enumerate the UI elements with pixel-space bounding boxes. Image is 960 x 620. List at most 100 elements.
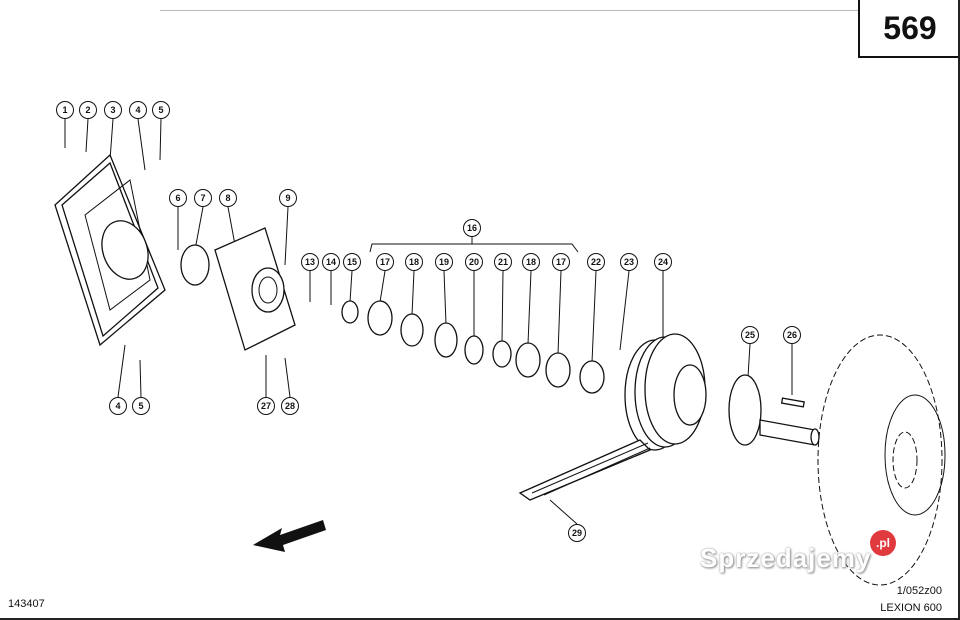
drawing-code: 143407 (8, 598, 45, 610)
group-bracket (369, 243, 579, 253)
part-callout-23: 23 (620, 253, 638, 271)
cover-disc (180, 244, 210, 286)
part-callout-25: 25 (741, 326, 759, 344)
watermark-logo: Sprzedajemy (700, 543, 872, 573)
callout-number: 4 (115, 401, 120, 411)
leader-line (501, 270, 504, 343)
part-callout-29: 29 (568, 524, 586, 542)
leader-line (137, 118, 146, 171)
leader-line (284, 357, 291, 398)
callout-number: 18 (526, 257, 536, 267)
callout-number: 4 (135, 105, 140, 115)
part-callout-26: 26 (783, 326, 801, 344)
callout-number: 16 (467, 223, 477, 233)
part-callout-17: 17 (552, 253, 570, 271)
hub-and-shaft (728, 374, 820, 446)
part-callout-28: 28 (281, 397, 299, 415)
part-callout-6: 6 (169, 189, 187, 207)
leader-line (227, 206, 236, 246)
callout-number: 18 (409, 257, 419, 267)
callout-number: 8 (225, 193, 230, 203)
callout-number: 5 (158, 105, 163, 115)
part-callout-9: 9 (279, 189, 297, 207)
callout-number: 20 (469, 257, 479, 267)
leader-line (619, 270, 630, 351)
callout-number: 2 (85, 105, 90, 115)
page-number: 569 (858, 0, 958, 58)
callout-number: 29 (572, 528, 582, 538)
part-callout-4: 4 (109, 397, 127, 415)
leader-line (109, 118, 114, 161)
leader-line (549, 499, 578, 525)
part-callout-18: 18 (405, 253, 423, 271)
v-belt (518, 439, 652, 501)
bearing-flange (214, 227, 296, 351)
leader-line (194, 206, 204, 251)
part-callout-8: 8 (219, 189, 237, 207)
callout-number: 7 (200, 193, 205, 203)
part-callout-17: 17 (376, 253, 394, 271)
leader-line (117, 344, 126, 398)
leader-line (411, 270, 415, 316)
callout-number: 28 (285, 401, 295, 411)
callout-number: 9 (285, 193, 290, 203)
part-callout-7: 7 (194, 189, 212, 207)
housing-plate (54, 153, 166, 347)
leader-line (159, 118, 162, 161)
part-callout-5: 5 (152, 101, 170, 119)
callout-number: 27 (261, 401, 271, 411)
part-callout-1: 1 (56, 101, 74, 119)
part-callout-21: 21 (494, 253, 512, 271)
callout-number: 17 (556, 257, 566, 267)
part-callout-14: 14 (322, 253, 340, 271)
callout-number: 25 (745, 330, 755, 340)
reference-code: 1/052z00 (896, 585, 942, 597)
leader-line (139, 359, 142, 398)
bearing-stack (341, 300, 605, 394)
callout-number: 5 (138, 401, 143, 411)
leader-lines (64, 118, 793, 525)
callout-number: 19 (439, 257, 449, 267)
part-callout-3: 3 (104, 101, 122, 119)
leader-line (379, 270, 386, 303)
part-callout-5: 5 (132, 397, 150, 415)
callout-number: 26 (787, 330, 797, 340)
leader-line (747, 343, 751, 378)
leader-line (284, 206, 289, 266)
leader-line (557, 270, 562, 355)
part-callout-24: 24 (654, 253, 672, 271)
part-callout-16: 16 (463, 219, 481, 237)
watermark-badge: .pl (870, 530, 896, 556)
callout-number: 1 (62, 105, 67, 115)
part-callout-4: 4 (129, 101, 147, 119)
part-callout-2: 2 (79, 101, 97, 119)
part-callout-13: 13 (301, 253, 319, 271)
callout-number: 15 (347, 257, 357, 267)
pulley (624, 333, 707, 451)
drum (817, 334, 946, 586)
part-callout-27: 27 (257, 397, 275, 415)
callout-number: 6 (175, 193, 180, 203)
part-callout-22: 22 (587, 253, 605, 271)
part-callout-18: 18 (522, 253, 540, 271)
model-name: LEXION 600 (880, 602, 942, 614)
direction-arrow (253, 520, 326, 552)
callout-number: 3 (110, 105, 115, 115)
callout-number: 23 (624, 257, 634, 267)
callout-number: 21 (498, 257, 508, 267)
part-callout-20: 20 (465, 253, 483, 271)
leader-line (85, 118, 89, 153)
callout-number: 14 (326, 257, 336, 267)
top-rule (160, 10, 860, 11)
leader-line (443, 270, 447, 325)
callout-number: 22 (591, 257, 601, 267)
part-callout-15: 15 (343, 253, 361, 271)
callout-number: 13 (305, 257, 315, 267)
part-callout-19: 19 (435, 253, 453, 271)
leader-line (349, 270, 353, 303)
leader-line (527, 270, 532, 345)
callout-number: 17 (380, 257, 390, 267)
callout-number: 24 (658, 257, 668, 267)
